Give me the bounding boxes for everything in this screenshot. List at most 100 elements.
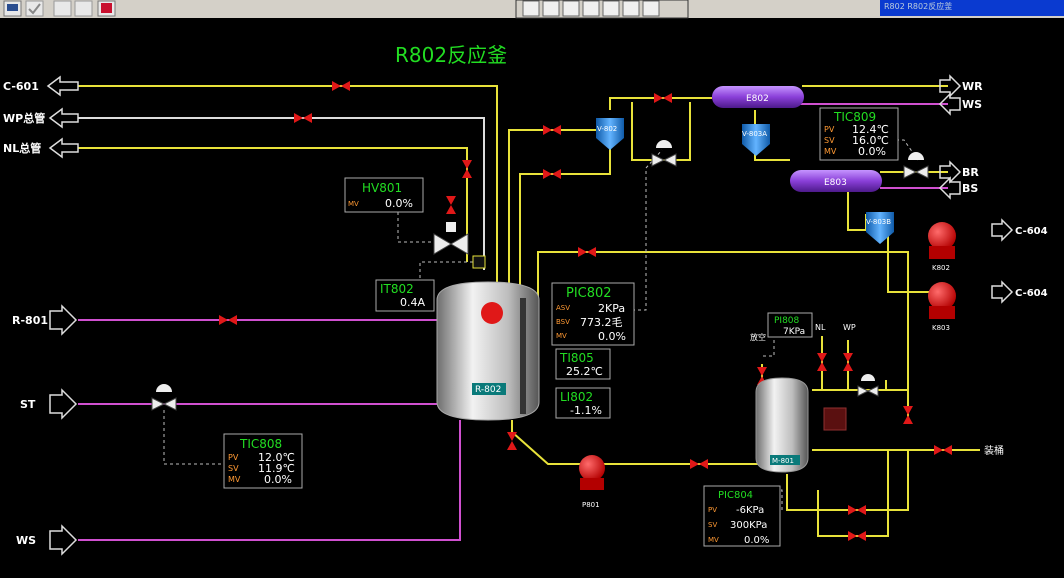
svg-text:773.2毛: 773.2毛 [580,316,623,329]
control-valve-hv801[interactable] [433,222,469,255]
valve-m801-bottom-a[interactable] [848,505,866,515]
center-toolbar [515,0,689,19]
stream-c604-b[interactable]: C-604 [991,280,1048,304]
window-icon[interactable] [642,0,660,17]
stream-ws[interactable]: WS [16,524,78,556]
faceplate-ti805[interactable]: TI805 25.2℃ [555,348,611,380]
control-valve-tic809[interactable] [903,152,929,179]
valve-v802-in[interactable] [543,125,561,135]
faceplate-tic809[interactable]: TIC809 PV 12.4℃ SV 16.0℃ MV 0.0% [819,107,899,161]
arrow-left-icon [938,92,961,116]
valve-v802-out[interactable] [543,169,561,179]
stream-st[interactable]: ST [20,388,78,420]
control-valve-icon [903,165,929,179]
stream-nl-header[interactable]: NL总管 [3,137,79,159]
stream-wr[interactable]: WR [939,74,983,98]
faceplate-hv801[interactable]: HV801 MV 0.0% [344,177,424,213]
mixer-m801[interactable]: M-801 [755,377,809,473]
copy-icon[interactable] [562,0,580,17]
svg-text:LI802: LI802 [560,390,593,404]
monitor-icon [7,4,18,11]
edit-icon[interactable] [53,0,72,17]
svg-text:P801: P801 [582,501,600,509]
faceplate-pic802[interactable]: PIC802 ASV 2KPa BSV 773.2毛 MV 0.0% [551,282,635,346]
faceplate-pi808[interactable]: PI808 7KPa [767,312,813,338]
stream-c604-a[interactable]: C-604 [991,218,1048,242]
screen-icon[interactable] [522,0,540,17]
valve-wp[interactable] [294,113,312,123]
control-valve-pic802[interactable] [651,140,677,167]
svg-text:PIC802: PIC802 [566,286,612,301]
valve-nl[interactable] [462,160,472,178]
exchanger-e803[interactable]: E803 [790,170,882,192]
svg-text:BSV: BSV [556,318,570,326]
svg-text:BR: BR [962,166,979,179]
stream-wp-header[interactable]: WP总管 [3,107,79,129]
window-icon[interactable] [582,0,600,17]
valve-m801-nl[interactable] [817,353,827,371]
arrow-left-icon [48,107,79,129]
stream-bs[interactable]: BS [938,176,978,200]
check-icon[interactable] [25,0,44,17]
display-icon [101,3,112,13]
pump-k802[interactable]: K802 [928,222,956,272]
window-icon[interactable] [602,0,620,17]
valve-pump-discharge[interactable] [690,459,708,469]
svg-text:0.0%: 0.0% [385,197,413,210]
svg-text:TIC809: TIC809 [833,110,876,124]
valve-e802-in[interactable] [654,93,672,103]
agitator-motor-icon[interactable] [472,255,486,269]
svg-text:E802: E802 [746,94,769,104]
vessel-v803a[interactable]: V-803A [742,124,770,156]
svg-text:WS: WS [962,98,982,111]
control-valve-icon [857,385,879,397]
network-icon[interactable] [542,0,560,17]
stream-r801[interactable]: R-801 [12,304,78,336]
window-title: R802 R802反应釜 [884,1,952,11]
valve-c601[interactable] [332,81,350,91]
svg-text:ASV: ASV [556,304,570,312]
control-valve-pic804[interactable] [857,374,879,397]
valve-m801-bottom-b[interactable] [848,531,866,541]
reactor-r802[interactable]: R-802 [436,255,540,421]
pump-k803[interactable]: K803 [928,282,956,332]
control-valve-icon [151,397,177,411]
window-icon[interactable] [622,0,640,17]
valve-recycle[interactable] [903,406,913,424]
stream-c601[interactable]: C-601 [3,75,79,97]
svg-text:WP总管: WP总管 [3,111,45,125]
valve-drum-fill[interactable] [934,445,952,455]
valves [219,81,952,541]
svg-text:SV: SV [228,464,239,473]
left-toolbar [3,0,116,17]
vent-label: 放空 [750,332,766,342]
faceplate-it802[interactable]: IT802 0.4A [375,279,435,312]
exchanger-e802[interactable]: E802 [712,86,804,108]
control-valve-st[interactable] [151,384,177,411]
svg-text:PV: PV [708,506,717,514]
agitator-status-icon [481,302,503,324]
magenta-pipes [78,103,948,541]
svg-text:PV: PV [228,453,239,462]
svg-text:SV: SV [824,136,835,145]
stream-br[interactable]: BR [939,160,979,184]
mixer-motor-icon[interactable] [823,407,847,431]
pump-p801[interactable]: P801 [579,455,605,509]
vessel-v802[interactable]: V-802 [596,118,624,150]
svg-text:0.0%: 0.0% [858,145,886,158]
faceplate-li802[interactable]: LI802 -1.1% [555,387,611,419]
faceplate-pic804[interactable]: PIC804 PV -6KPa SV 300KPa MV 0.0% [703,485,781,547]
valve-hv801-bypass[interactable] [446,196,456,214]
reactor-vessel [436,281,540,421]
faceplate-tic808[interactable]: TIC808 PV 12.0℃ SV 11.9℃ MV 0.0% [223,433,303,489]
valve-reactor-drain[interactable] [507,432,517,450]
valve-r801[interactable] [219,315,237,325]
pump-icon [928,222,956,250]
vessel-v803b[interactable]: V-803B [866,212,894,244]
svg-text:0.4A: 0.4A [400,296,425,309]
valve-return-line[interactable] [578,247,596,257]
stream-ws-return[interactable]: WS [938,92,982,116]
pump-icon [928,282,956,310]
valve-m801-wp[interactable] [843,353,853,371]
folder-icon[interactable] [74,0,93,17]
